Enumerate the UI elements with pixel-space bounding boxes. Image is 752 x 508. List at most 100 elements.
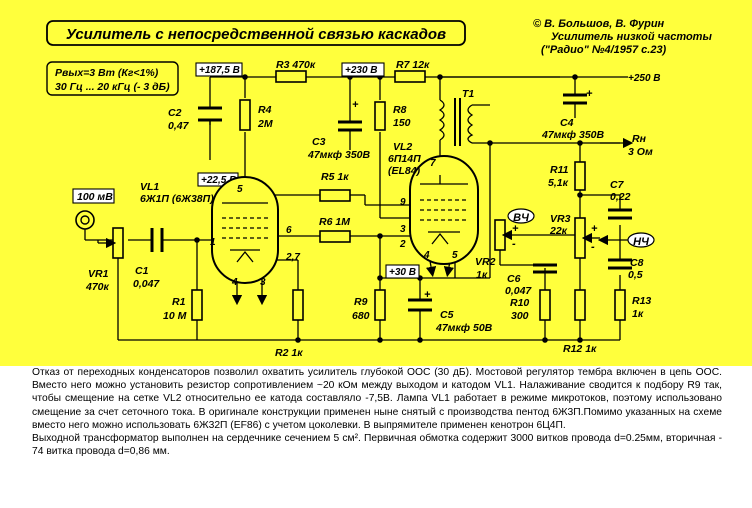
svg-text:-: - <box>512 238 516 250</box>
resistor-r13 <box>614 289 626 321</box>
resistor-r1 <box>191 289 203 321</box>
label-r11-value: 5,1к <box>548 177 569 189</box>
label-treble: ВЧ <box>513 212 529 224</box>
description-paragraph-1: Отказ от переходных конденсаторов позвол… <box>32 367 722 431</box>
credits: © В. Большов, В. Фурин Усилитель низкой … <box>533 18 712 56</box>
label-r3-name: R3 <box>276 59 290 71</box>
polarity-signs: + + + + - + - <box>352 88 598 301</box>
label-r7-name: R7 <box>396 59 411 71</box>
label-vr2-name: VR2 <box>475 256 496 268</box>
label-c8-name: C8 <box>630 257 644 269</box>
label-vr2-value: 1к <box>476 269 488 281</box>
resistor-r8 <box>374 101 386 131</box>
label-r13-value: 1к <box>632 308 644 320</box>
svg-text:R12 1к: R12 1к <box>563 343 597 355</box>
spec-range: 30 Гц ... 20 кГц (- 3 дБ) <box>55 81 170 93</box>
label-vr3-name: VR3 <box>550 213 571 225</box>
resistor-r2 <box>292 289 304 321</box>
tube-vl1 <box>211 176 279 284</box>
label-c2-name: C2 <box>168 107 182 119</box>
pin-vl2-7: 7 <box>430 158 436 169</box>
label-vl2-name: VL2 <box>393 141 412 153</box>
label-r6-name: R6 <box>319 216 333 228</box>
credit-source: ("Радио" №4/1957 с.23) <box>541 44 667 56</box>
label-load-value: 3 Ом <box>628 146 653 158</box>
pin-vl2-3: 3 <box>400 224 406 235</box>
specs-box: Рвых=3 Вт (Кг<1%) 30 Гц ... 20 кГц (- 3 … <box>46 61 179 96</box>
label-bass: НЧ <box>633 236 649 248</box>
label-r6-value: 1М <box>335 216 350 228</box>
rail-30: +30 В <box>389 267 416 278</box>
input-level: 100 мВ <box>77 191 113 203</box>
label-r9-name: R9 <box>354 296 368 308</box>
potentiometer-vr3 <box>574 217 586 259</box>
transformer-t1 <box>438 98 474 146</box>
capacitors <box>150 93 632 312</box>
label-r2-value: 1к <box>291 347 303 359</box>
resistor-r5 <box>319 189 351 202</box>
spec-power: Рвых=3 Вт (Кг<1%) <box>55 67 159 79</box>
svg-text:R3 470к: R3 470к <box>276 59 316 71</box>
svg-text:R2 1к: R2 1к <box>275 347 303 359</box>
title: Усилитель с непосредственной связью каск… <box>66 26 446 43</box>
label-r9-value: 680 <box>352 310 370 322</box>
label-c4-value: 47мкф 350В <box>541 129 604 141</box>
resistors <box>97 70 626 321</box>
rail-22: +22,5 В <box>201 175 236 186</box>
resistor-r6 <box>319 230 351 243</box>
resistor-r3 <box>275 70 307 83</box>
label-r8-name: R8 <box>393 104 407 116</box>
label-r10-name: R10 <box>510 297 529 309</box>
label-r7-value: 12к <box>412 59 430 71</box>
label-r3-value: 470к <box>291 59 316 71</box>
pin-vl1-4: 4 <box>231 277 238 288</box>
label-r4-name: R4 <box>258 104 272 116</box>
label-r8-value: 150 <box>393 117 411 129</box>
label-t1: T1 <box>462 88 474 100</box>
pin-vl2-4: 4 <box>423 250 430 261</box>
label-c1-value: 0,047 <box>133 278 160 290</box>
resistor-r9 <box>374 289 386 321</box>
rail-250: +250 В <box>628 73 661 84</box>
label-vl2-type: 6П14П <box>388 153 421 165</box>
pin-vl2-9: 9 <box>400 197 406 208</box>
label-c3-value: 47мкф 350В <box>307 149 370 161</box>
tone-labels: ВЧ НЧ <box>507 208 655 248</box>
potentiometer-vr1 <box>112 227 124 259</box>
rail-187: +187,5 В <box>199 65 240 76</box>
label-r4-value: 2М <box>257 118 273 130</box>
label-c1-name: C1 <box>135 265 149 277</box>
pin-vl1-5: 5 <box>237 184 243 195</box>
schematic-panel: Усилитель с непосредственной связью каск… <box>0 0 752 366</box>
svg-text:R6 1М: R6 1М <box>319 216 350 228</box>
label-c4-name: C4 <box>560 117 574 129</box>
resistor-r11 <box>574 161 586 191</box>
label-c3-name: C3 <box>312 136 326 148</box>
label-r2-name: R2 <box>275 347 289 359</box>
label-c7-name: C7 <box>610 179 625 191</box>
rail-labels: +187,5 В +230 В +250 В +22,5 В +30 В 100… <box>72 62 661 279</box>
svg-text:+: + <box>352 99 359 111</box>
label-c5-name: C5 <box>440 309 454 321</box>
label-c8-value: 0,5 <box>628 269 643 281</box>
svg-text:+: + <box>591 223 598 235</box>
label-r12-name: R12 <box>563 343 582 355</box>
svg-text:R7 12к: R7 12к <box>396 59 430 71</box>
rail-230: +230 В <box>345 65 378 76</box>
tube-vl2 <box>409 155 479 265</box>
label-r11-name: R11 <box>550 164 569 176</box>
label-vl2-alt: (EL84) <box>388 165 421 177</box>
description-paragraph-2: Выходной трансформатор выполнен на серде… <box>32 433 722 458</box>
label-c7-value: 0,22 <box>610 191 631 203</box>
credit-subtitle: Усилитель низкой частоты <box>551 31 712 43</box>
component-labels: R3 470к R7 12к R4 2М C2 0,47 C3 47мкф 35… <box>85 59 653 359</box>
label-r13-name: R13 <box>632 295 651 307</box>
label-r1-name: R1 <box>172 296 186 308</box>
credit-authors: © В. Большов, В. Фурин <box>533 18 665 30</box>
pin-vl1-1: 1 <box>210 237 216 248</box>
label-r10-value: 300 <box>511 310 529 322</box>
label-load-name: Rн <box>632 133 647 145</box>
input-jack <box>75 210 95 230</box>
svg-text:+: + <box>512 223 519 235</box>
